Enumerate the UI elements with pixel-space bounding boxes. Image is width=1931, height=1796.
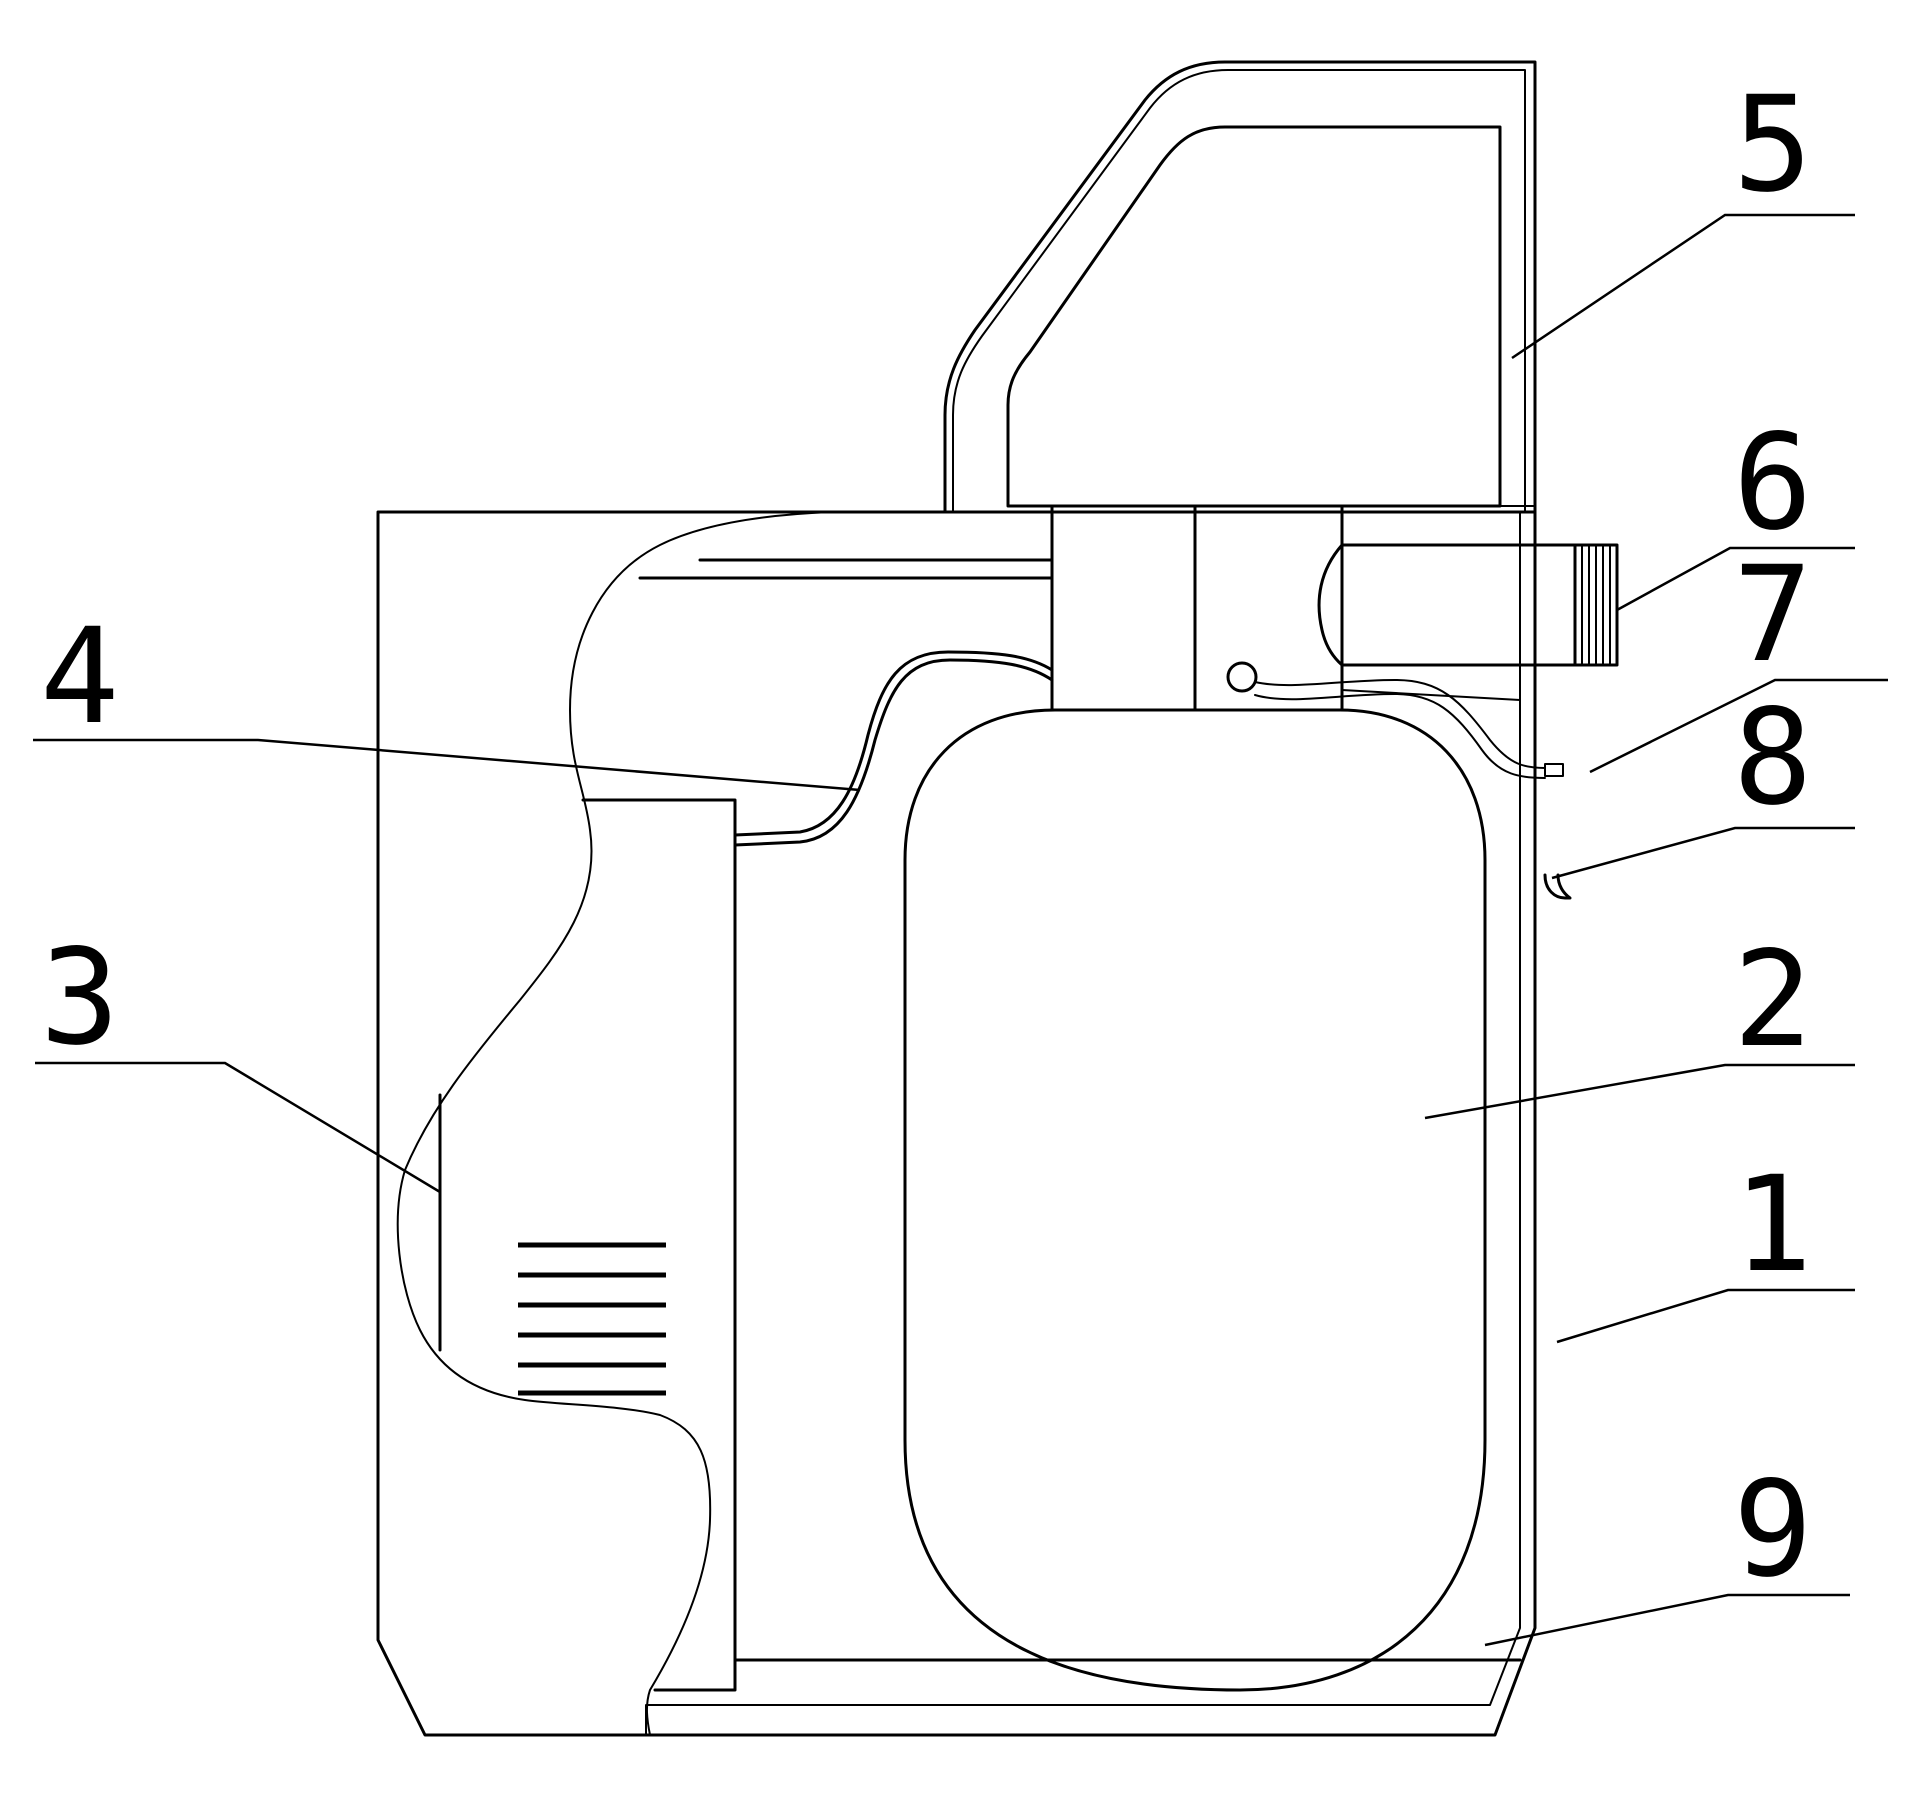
callout-9: 9 bbox=[1733, 1453, 1812, 1607]
vent-grille bbox=[518, 1242, 666, 1396]
handle-housing bbox=[943, 60, 1537, 514]
leader-3 bbox=[35, 1061, 441, 1194]
callout-8: 8 bbox=[1733, 681, 1812, 835]
leader-5 bbox=[1511, 213, 1855, 360]
callout-labels: 5 6 7 8 2 1 9 4 3 bbox=[40, 68, 1812, 1607]
cutaway-line bbox=[396, 511, 831, 1736]
leader-7 bbox=[1589, 678, 1888, 774]
valve-line bbox=[1226, 661, 1564, 779]
callout-3: 3 bbox=[40, 921, 119, 1075]
pump-tube bbox=[638, 558, 1521, 847]
side-hook bbox=[1543, 873, 1572, 900]
leader-6 bbox=[1616, 546, 1855, 612]
leader-2 bbox=[1424, 1063, 1855, 1120]
callout-4: 4 bbox=[40, 600, 119, 754]
leader-4 bbox=[33, 738, 861, 792]
callout-2: 2 bbox=[1733, 923, 1812, 1077]
callout-7: 7 bbox=[1733, 538, 1812, 692]
front-cover bbox=[438, 798, 1522, 1692]
callout-1: 1 bbox=[1733, 1148, 1812, 1302]
leader-9 bbox=[1484, 1593, 1850, 1647]
leader-1 bbox=[1556, 1288, 1855, 1344]
neck-connector bbox=[1050, 504, 1344, 712]
callout-5: 5 bbox=[1733, 68, 1812, 222]
callout-6: 6 bbox=[1733, 406, 1812, 560]
leader-8 bbox=[1551, 826, 1855, 880]
inner-bag bbox=[903, 708, 1487, 1692]
leader-lines bbox=[33, 213, 1888, 1647]
outlet-pipe bbox=[1317, 543, 1619, 667]
